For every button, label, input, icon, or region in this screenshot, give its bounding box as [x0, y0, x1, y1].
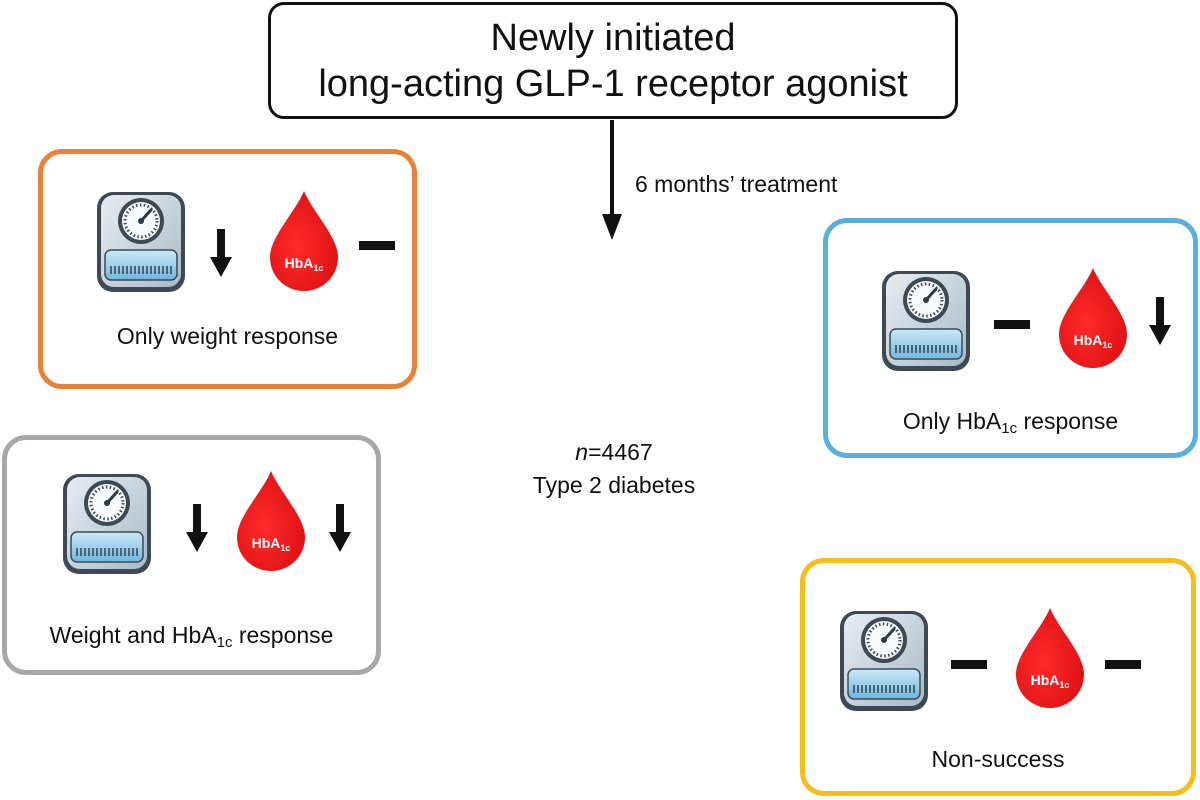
- blood-drop-icon: [1057, 266, 1129, 370]
- weighing-scale-icon: [93, 188, 189, 296]
- blood-drop-icon: [1014, 606, 1086, 710]
- down-arrow-icon: [186, 504, 208, 552]
- header-line2: long-acting GLP-1 receptor agonist: [318, 62, 908, 105]
- hba1c-drop-label: HbA1c: [251, 535, 291, 553]
- treatment-arrow-head: [602, 214, 622, 240]
- group-label-non-success: Non-success: [931, 746, 1065, 772]
- cohort-population: Type 2 diabetes: [532, 472, 696, 498]
- hba1c-drop-label: HbA1c: [284, 255, 324, 273]
- group-label-hba1c-only: Only HbA1c response: [902, 408, 1119, 437]
- cohort-description: n=4467 Type 2 diabetes: [484, 436, 744, 502]
- down-arrow-icon: [210, 229, 232, 277]
- hba1c-drop-label: HbA1c: [1073, 332, 1113, 350]
- treatment-duration-label: 6 months’ treatment: [635, 171, 838, 197]
- header-line1: Newly initiated: [490, 16, 736, 59]
- hba1c-drop-label: HbA1c: [1030, 672, 1070, 690]
- weighing-scale-icon: [59, 470, 155, 578]
- weighing-scale-icon: [878, 267, 974, 375]
- down-arrow-icon: [1149, 297, 1171, 345]
- dash-icon: [994, 320, 1030, 329]
- dash-icon: [359, 241, 395, 250]
- group-label-weight-and-hba1c: Weight and HbA1c response: [49, 622, 334, 651]
- cohort-n-symbol: n: [575, 439, 589, 465]
- cohort-size: n=4467: [484, 436, 744, 469]
- group-non-success: HbA1c Non-success: [800, 558, 1196, 796]
- group-weight-and-hba1c: HbA1c Weight and HbA1c response: [2, 435, 381, 675]
- group-hba1c-only: HbA1c Only HbA1c response: [823, 218, 1198, 458]
- treatment-arrow-shaft: [610, 120, 614, 215]
- dash-icon: [951, 660, 987, 669]
- group-label-weight-only: Only weight response: [116, 323, 339, 349]
- weighing-scale-icon: [836, 607, 932, 715]
- cohort-n-value: =4467: [588, 439, 653, 465]
- dash-icon: [1105, 660, 1141, 669]
- treatment-header-box: Newly initiated long-acting GLP-1 recept…: [268, 2, 958, 119]
- blood-drop-icon: [235, 469, 307, 573]
- blood-drop-icon: [268, 189, 340, 293]
- down-arrow-icon: [329, 504, 351, 552]
- group-weight-only: HbA1c Only weight response: [38, 149, 417, 389]
